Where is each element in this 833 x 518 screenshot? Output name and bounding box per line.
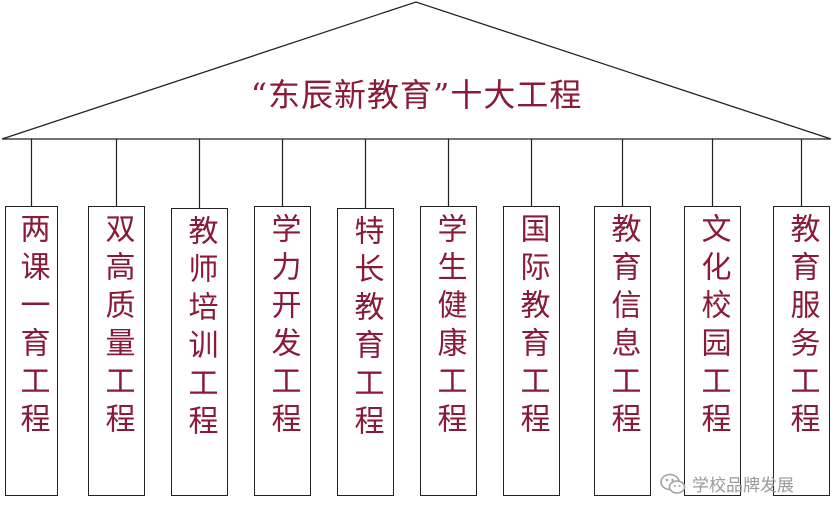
roof-triangle [1, 1, 832, 140]
pillar-7: 国际教育工程 [503, 206, 560, 496]
pillar-8: 教育信息工程 [594, 206, 651, 496]
pillar-label: 双高质量工程 [99, 213, 135, 441]
wechat-icon [660, 473, 686, 495]
pillar-label: 学力开发工程 [265, 213, 301, 441]
pillar-label: 两课一育工程 [14, 213, 50, 441]
pillar-label: 文化校园工程 [695, 213, 731, 441]
diagram-title: “东辰新教育”十大工程 [250, 76, 583, 114]
pillar-5: 特长教育工程 [337, 208, 394, 496]
pillar-label: 国际教育工程 [514, 213, 550, 441]
pillar-label: 特长教育工程 [348, 215, 384, 443]
pillar-label: 学生健康工程 [431, 213, 467, 441]
pillar-label: 教师培训工程 [182, 215, 218, 443]
pillar-4: 学力开发工程 [254, 206, 311, 496]
pillar-9: 文化校园工程 [684, 206, 741, 496]
pillar-1: 两课一育工程 [5, 206, 58, 496]
watermark: 学校品牌发展 [660, 471, 794, 496]
pillar-6: 学生健康工程 [420, 206, 477, 496]
watermark-text: 学校品牌发展 [692, 476, 794, 496]
pillar-3: 教师培训工程 [171, 208, 228, 496]
pillar-label: 教育服务工程 [784, 213, 820, 441]
pillar-label: 教育信息工程 [605, 213, 641, 441]
pillar-2: 双高质量工程 [88, 206, 145, 496]
connector-lines [30, 139, 803, 208]
pillar-10: 教育服务工程 [773, 206, 830, 496]
